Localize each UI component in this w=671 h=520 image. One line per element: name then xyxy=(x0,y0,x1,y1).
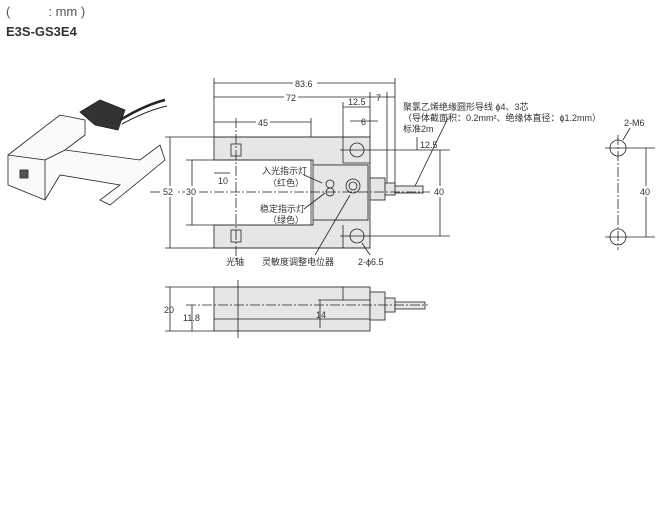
unit-note: (: mm ) xyxy=(6,4,86,19)
dim-connector: 7 xyxy=(376,93,381,103)
light-indicator-label: 入光指示灯 xyxy=(262,165,307,176)
dim-axis-position: 45 xyxy=(258,118,268,128)
dim-slot-width: 30 xyxy=(186,187,196,197)
stable-indicator-color: （绿色） xyxy=(268,214,304,225)
dim-height: 52 xyxy=(163,187,173,197)
dim-slot-depth: 10 xyxy=(218,176,228,186)
product-photo xyxy=(7,98,168,206)
dim-side-height: 20 xyxy=(164,305,174,315)
dim-hole-offset: 6 xyxy=(361,117,366,127)
stable-indicator-label: 稳定指示灯 xyxy=(260,203,305,214)
dim-overall-length: 83.6 xyxy=(295,79,313,89)
holes-label: 2-ϕ6.5 xyxy=(358,257,384,267)
dim-side-center: 11.8 xyxy=(183,313,200,323)
dim-hole-top: 12.5 xyxy=(420,140,438,150)
mounting-pitch: 40 xyxy=(640,187,650,197)
dim-hole-pitch: 40 xyxy=(434,187,444,197)
cable-spec-line3: 标准2m xyxy=(403,123,434,134)
light-indicator-color: （红色） xyxy=(268,177,304,188)
front-view xyxy=(150,117,450,262)
model-title: E3S-GS3E4 xyxy=(6,24,77,39)
cable-spec-line1: 聚氯乙烯绝缘圆形导线 ϕ4、3芯 xyxy=(403,101,529,112)
mounting-holes-label: 2-M6 xyxy=(624,118,645,128)
dim-side-slot: 14 xyxy=(316,310,326,320)
dim-block-width: 12.5 xyxy=(348,97,366,107)
sensitivity-adjuster-label: 灵敏度调整电位器 xyxy=(262,256,334,267)
dim-body-length: 72 xyxy=(286,93,296,103)
side-view xyxy=(165,280,428,338)
cable-spec-line2: （导体截面积：0.2mm²、绝缘体直径：ϕ1.2mm） xyxy=(403,112,601,123)
optical-axis-label: 光轴 xyxy=(226,256,244,267)
